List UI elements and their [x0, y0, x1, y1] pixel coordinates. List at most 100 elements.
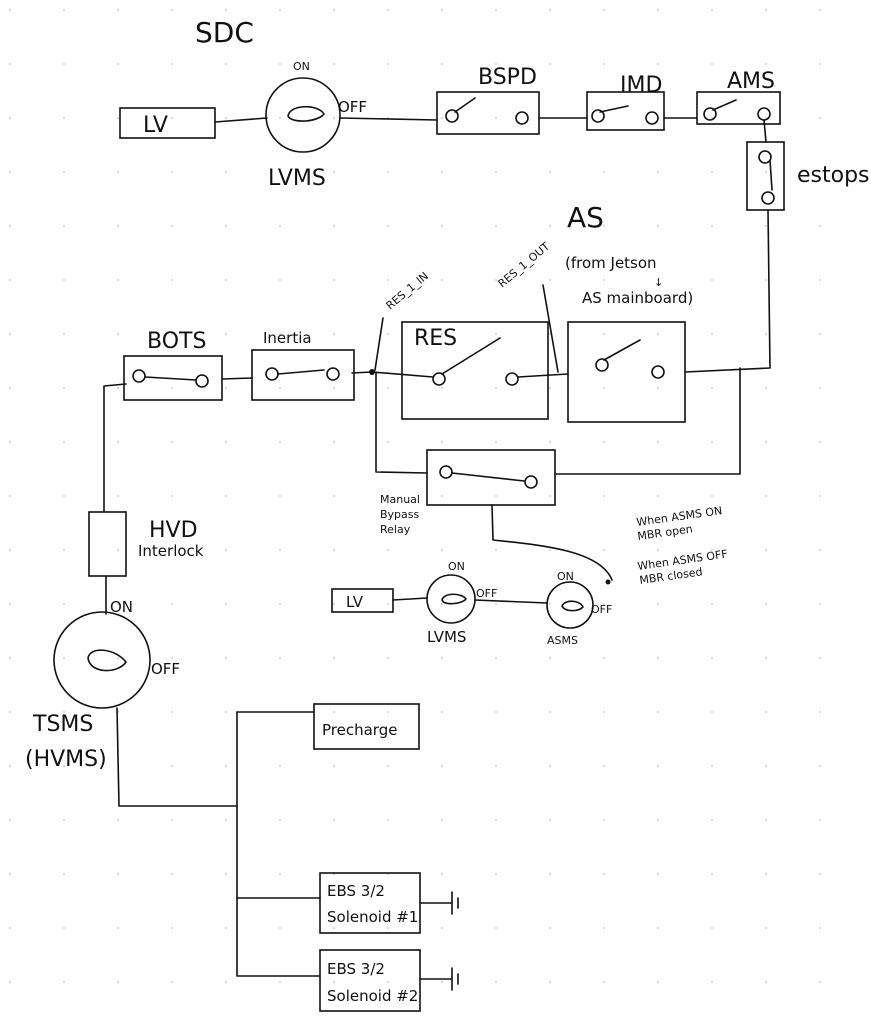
- wire: [339, 117, 438, 121]
- tsms-knob: [87, 649, 127, 672]
- wire: [684, 209, 771, 373]
- mbr-box: [426, 449, 556, 506]
- wire: [474, 599, 548, 604]
- as-switch-box: [567, 321, 686, 423]
- res-blade: [441, 337, 501, 375]
- wire: [375, 371, 428, 474]
- wire: [116, 707, 238, 807]
- ams-contact-b: [757, 107, 771, 121]
- tsms-label-2: (HVMS): [25, 747, 107, 772]
- mbr-label-2: Bypass: [380, 508, 420, 521]
- tsms-on: ON: [110, 598, 133, 616]
- bspd-blade: [454, 97, 476, 113]
- lvms-low-on: ON: [448, 560, 465, 573]
- wire: [371, 371, 434, 378]
- bots-contact-b: [195, 374, 209, 388]
- lvms-top-label: LVMS: [268, 166, 326, 191]
- inertia-contact-b: [326, 367, 340, 381]
- lvms-low-switch: [426, 574, 476, 624]
- estops-box: [746, 141, 785, 211]
- lv-top-box: [119, 107, 216, 139]
- hvd-label-1: HVD: [149, 518, 198, 543]
- bots-label: BOTS: [147, 329, 206, 354]
- precharge-label: Precharge: [322, 721, 397, 739]
- res-out-label: RES_1_OUT: [496, 240, 553, 291]
- wire: [103, 383, 127, 513]
- lv-low-label: LV: [346, 593, 364, 611]
- ams-box: [696, 91, 781, 125]
- ams-label: AMS: [727, 69, 775, 94]
- bspd-contact-b: [515, 111, 529, 125]
- mbr-contact-b: [524, 475, 538, 489]
- imd-blade: [599, 105, 629, 113]
- precharge-box: [313, 703, 420, 750]
- lv-top-label: LV: [143, 113, 168, 138]
- inertia-label: Inertia: [263, 329, 312, 347]
- asms-label: ASMS: [547, 634, 578, 647]
- mbr-blade: [451, 472, 525, 482]
- bspd-contact-a: [445, 109, 459, 123]
- bspd-box: [436, 91, 540, 135]
- asms-knob: [561, 600, 584, 612]
- ams-contact-a: [703, 107, 717, 121]
- asms-link-node: [605, 579, 611, 585]
- inertia-box: [251, 349, 355, 401]
- estops-contact-b: [761, 191, 775, 205]
- res-in-label: RES_1_IN: [384, 270, 431, 313]
- hvd-label-2: Interlock: [138, 542, 204, 560]
- res-contact-a: [432, 372, 446, 386]
- hvd-box: [88, 511, 127, 577]
- lvms-low-knob: [441, 593, 467, 605]
- inertia-contact-a: [265, 367, 279, 381]
- bots-box: [123, 355, 223, 401]
- imd-box: [586, 91, 665, 131]
- asms-on: ON: [557, 570, 574, 583]
- mbr-contact-a: [439, 465, 453, 479]
- res-out-pointer: [542, 284, 559, 373]
- lvms-low-label: LVMS: [427, 628, 466, 646]
- imd-contact-b: [645, 111, 659, 125]
- ebs2-label-2: Solenoid #2: [327, 987, 418, 1005]
- asms-off: OFF: [591, 603, 612, 616]
- as-note-2: AS mainboard): [582, 289, 693, 307]
- imd-label: IMD: [620, 73, 662, 98]
- bots-contact-a: [132, 369, 146, 383]
- imd-contact-a: [591, 109, 605, 123]
- as-note-arrow: ↓: [654, 276, 663, 289]
- res-in-pointer: [374, 317, 384, 371]
- ebs2-label-1: EBS 3/2: [327, 960, 385, 978]
- estops-blade: [769, 159, 773, 191]
- mbr-control-wire: [491, 504, 613, 581]
- wire: [763, 119, 767, 143]
- lvms-top-on: ON: [293, 60, 310, 73]
- lvms-low-off: OFF: [476, 587, 497, 600]
- res-label: RES: [414, 326, 457, 351]
- tsms-off: OFF: [151, 660, 180, 678]
- wire: [351, 371, 373, 374]
- as-title: AS: [567, 201, 604, 234]
- tsms-switch: [53, 611, 151, 709]
- bspd-label: BSPD: [478, 65, 537, 90]
- lvms-top-knob: [287, 105, 325, 122]
- diagram-title: SDC: [195, 16, 254, 49]
- as-contact-a: [595, 358, 609, 372]
- mbr-label-1: Manual: [380, 493, 420, 506]
- tsms-label-1: TSMS: [32, 712, 93, 737]
- wire: [214, 117, 268, 123]
- lvms-top-switch: [265, 77, 341, 153]
- mbr-label-3: Relay: [380, 523, 411, 536]
- estops-label: estops: [797, 163, 870, 188]
- as-note-1: (from Jetson: [565, 254, 657, 272]
- ams-blade: [712, 99, 737, 111]
- res-contact-b: [505, 372, 519, 386]
- bots-blade: [144, 376, 197, 381]
- as-blade: [603, 339, 641, 361]
- res-box: [401, 321, 549, 420]
- ebs2-box: [319, 949, 421, 1012]
- wire: [517, 373, 569, 378]
- wire: [392, 597, 428, 601]
- asms-switch: [546, 581, 594, 629]
- ebs1-label-1: EBS 3/2: [327, 882, 385, 900]
- ebs1-label-2: Solenoid #1: [327, 908, 418, 926]
